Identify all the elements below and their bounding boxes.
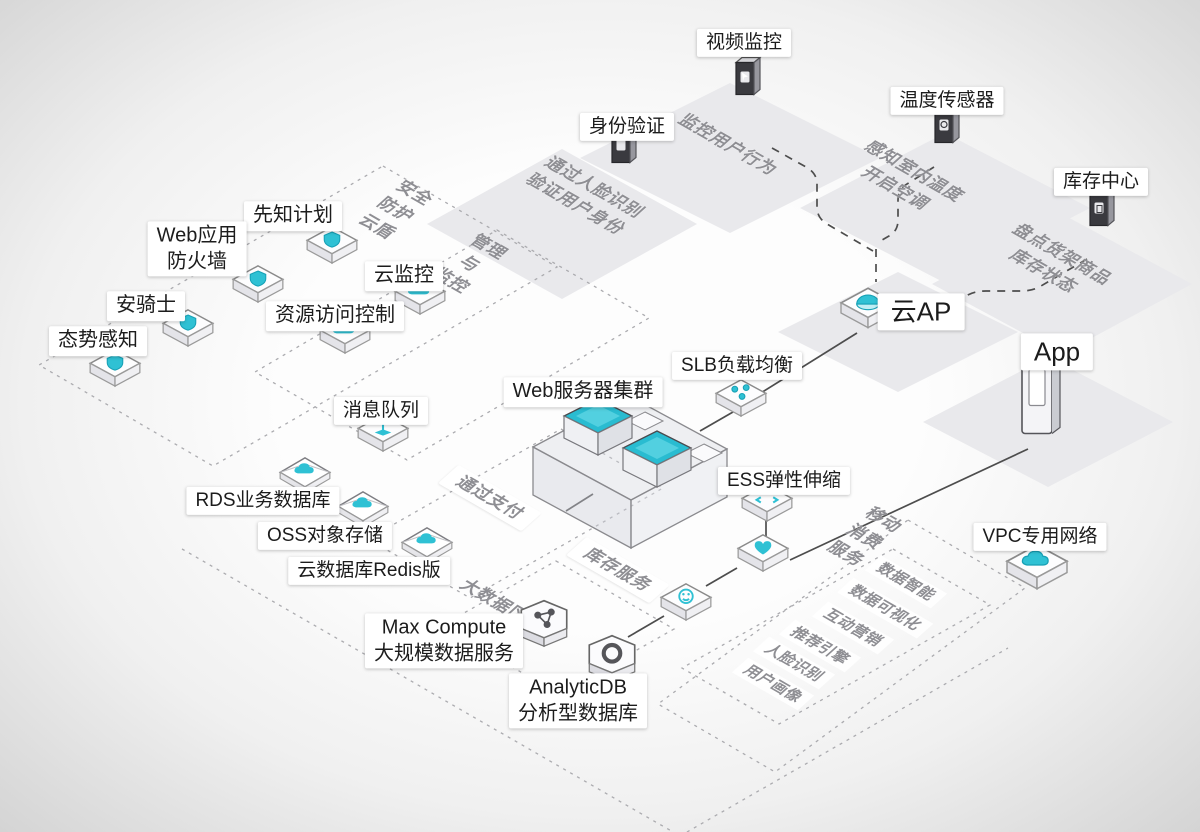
surveillance-camera-icon <box>724 51 768 114</box>
link-app-to-services <box>789 448 1029 561</box>
analyticdb-hexagon-icon <box>581 632 643 695</box>
label-app: App <box>1020 333 1094 371</box>
xianzhi-shield-slab-icon <box>303 221 361 276</box>
link-face-to-inventory-service <box>627 615 665 638</box>
label-video-monitor: 视频监控 <box>696 28 792 58</box>
temperature-sensor-icon <box>923 99 967 162</box>
label-analyticdb: AnalyticDB 分析型数据库 <box>509 673 647 729</box>
inventory-scanner-icon <box>1078 182 1122 245</box>
link-temperature-to-ap <box>876 166 935 244</box>
label-cloud-ap: 云AP <box>877 293 965 331</box>
zone-outlines <box>37 165 1027 832</box>
label-vpc: VPC专用网络 <box>973 522 1107 552</box>
label-redis: 云数据库Redis版 <box>288 556 450 586</box>
solid-links <box>565 332 1029 638</box>
web-server-cube-icon <box>621 430 693 488</box>
label-ram: 资源访问控制 <box>266 301 404 331</box>
maxcompute-hexagon-icon <box>513 597 575 660</box>
label-rds: RDS业务数据库 <box>186 486 340 516</box>
taishi-shield-slab-icon <box>86 344 144 399</box>
label-ess: ESS弹性伸缩 <box>717 466 851 496</box>
label-slb: SLB负载均衡 <box>672 351 802 381</box>
web-server-cube-icon <box>562 398 634 456</box>
server-cluster-box-icon <box>531 395 729 550</box>
redis-envelope-icon <box>398 524 456 575</box>
label-maxcompute: Max Compute 大规模数据服务 <box>365 613 523 669</box>
label-temperature: 温度传感器 <box>890 86 1004 116</box>
member-heart-slab-icon <box>734 529 792 584</box>
link-cluster-to-payment <box>565 493 594 512</box>
vpc-slab-icon <box>1002 538 1072 603</box>
label-oss: OSS对象存储 <box>257 521 393 551</box>
label-inventory-center: 库存中心 <box>1053 167 1149 197</box>
iot-dashed-links <box>771 147 1088 311</box>
link-inventory-to-ap <box>941 258 1088 311</box>
rds-envelope-icon <box>276 454 334 505</box>
label-message-queue: 消息队列 <box>333 396 429 426</box>
label-xianzhi: 先知计划 <box>244 201 342 231</box>
link-slb-to-cluster <box>699 411 734 432</box>
link-member-to-face <box>705 567 738 587</box>
label-identity-verify: 身份验证 <box>579 112 675 142</box>
oss-envelope-icon <box>334 488 392 539</box>
link-ap-to-slb <box>755 332 858 397</box>
label-taishi: 态势感知 <box>49 326 147 356</box>
face-recognition-slab-icon <box>657 578 715 633</box>
slb-slab-icon <box>712 374 770 429</box>
intelligence-zone-inner-outline <box>680 548 992 725</box>
label-web-cluster: Web服务器集群 <box>503 377 663 407</box>
label-waf: Web应用 防火墙 <box>147 221 247 277</box>
management-zone-outline <box>253 229 651 461</box>
label-anqishi: 安骑士 <box>107 291 185 321</box>
store-boundary-right <box>685 647 1009 832</box>
bigdata-zone-outline <box>439 560 676 695</box>
label-cloud-monitor: 云监控 <box>365 261 443 291</box>
intelligence-zone-outer-outline <box>656 519 1027 773</box>
waf-shield-slab-icon <box>229 260 287 315</box>
